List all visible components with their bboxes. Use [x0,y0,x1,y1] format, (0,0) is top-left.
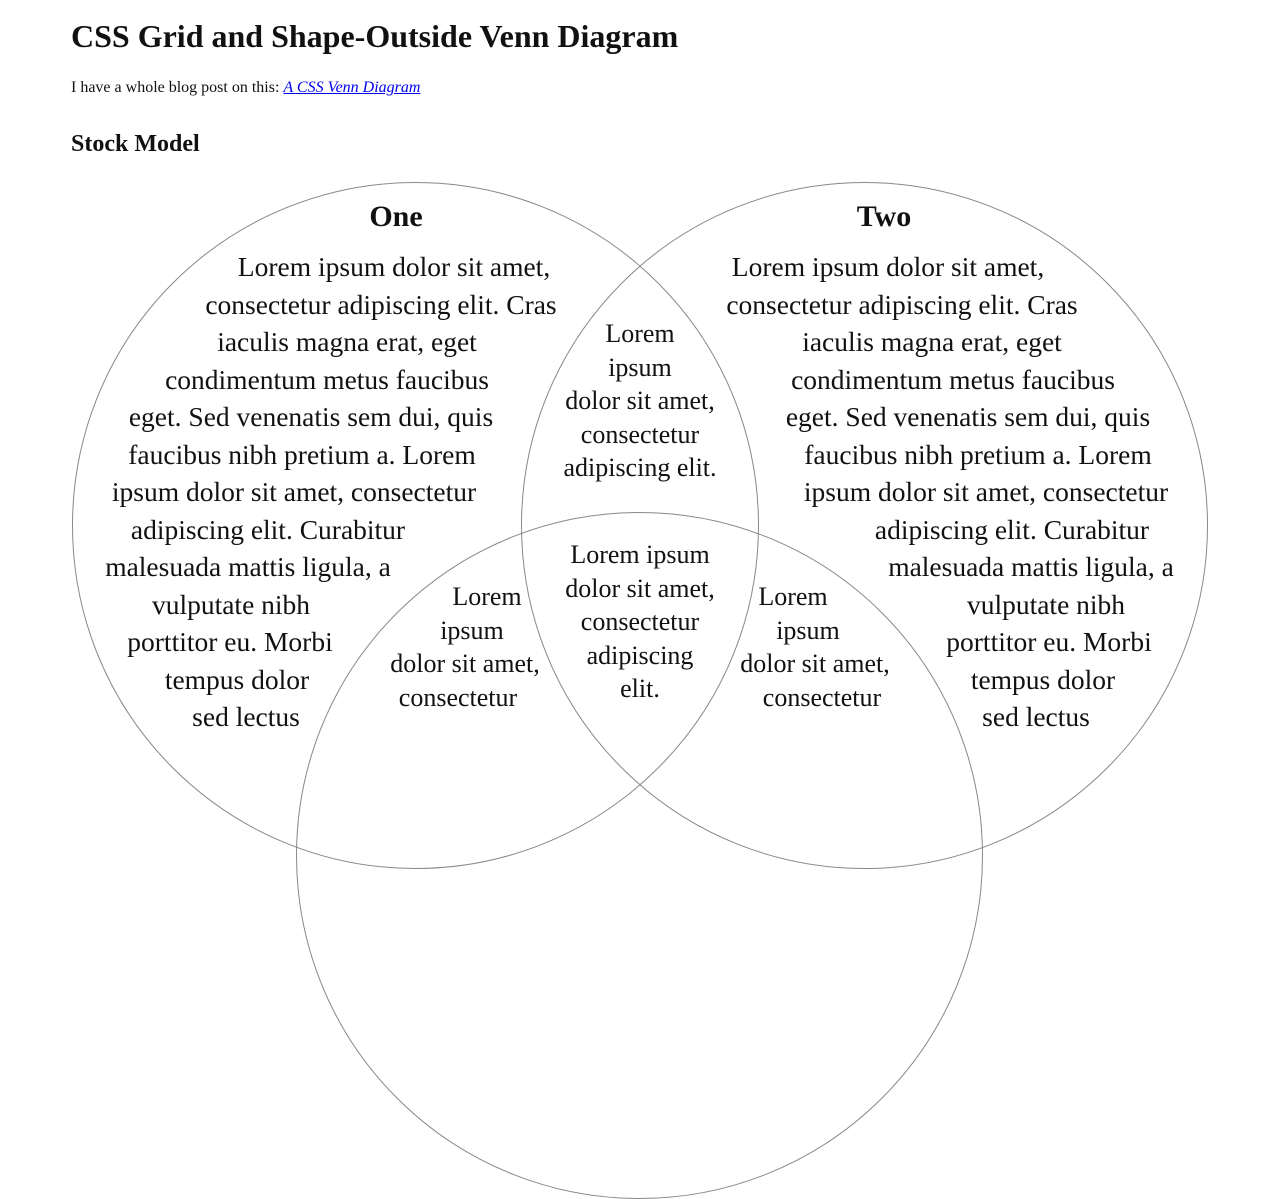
text-line: consectetur adipiscing elit. Cras [205,288,557,320]
text-line: Lorem ipsum dolor sit amet, [237,251,551,282]
intro-text: I have a whole blog post on this: [71,79,284,96]
intro-paragraph: I have a whole blog post on this: A CSS … [71,78,420,97]
text-line: consectetur [580,419,700,449]
text-line: porttitor eu. Morbi [946,626,1152,657]
text-line: condimentum metus faucibus [165,363,489,395]
text-line: malesuada mattis ligula, a [105,551,391,582]
text-line: dolor sit amet, [565,573,715,603]
text-line: eget. Sed venenatis sem dui, quis [128,401,494,432]
text-line: tempus dolor [970,663,1116,695]
text-line: dolor sit amet, [740,649,890,678]
text-line: tempus dolor [164,663,310,695]
text-line: consectetur [398,682,518,712]
text-line: ipsum [608,352,672,382]
text-line: Lorem [605,319,675,348]
text-line: Lorem ipsum [570,540,710,569]
text-line: eget. Sed venenatis sem dui, quis [785,401,1151,432]
text-line: ipsum [776,615,840,645]
text-line: adipiscing elit. Curabitur [874,513,1150,545]
text-line: faucibus nibh pretium a. Lorem [128,438,476,470]
text-line: iaculis magna erat, eget [802,326,1062,357]
text-line: vulputate nibh [151,588,311,620]
text-line: ipsum dolor sit amet, consectetur [803,476,1169,507]
blog-post-link[interactable]: A CSS Venn Diagram [283,79,421,96]
circle-two-title: Two [856,200,912,233]
section-heading: Stock Model [71,131,200,157]
text-line: malesuada mattis ligula, a [888,551,1174,582]
text-line: consectetur adipiscing elit. Cras [726,288,1078,320]
text-line: Lorem ipsum dolor sit amet, [731,251,1045,282]
text-line: elit. [620,674,660,703]
text-line: adipiscing elit. [563,453,717,482]
text-line: sed lectus [982,701,1090,732]
text-line: iaculis magna erat, eget [217,326,477,357]
text-line: consectetur [580,607,700,636]
page-title: CSS Grid and Shape-Outside Venn Diagram [71,18,679,54]
text-line: ipsum [440,615,504,645]
text-line: dolor sit amet, [565,386,715,415]
text-line: dolor sit amet, [390,649,540,678]
text-line: sed lectus [192,701,300,732]
text-line: consectetur [762,682,882,712]
text-line: faucibus nibh pretium a. Lorem [804,438,1152,470]
text-line: ipsum dolor sit amet, consectetur [111,476,477,507]
text-line: condimentum metus faucibus [791,363,1115,395]
text-line: adipiscing [586,640,694,670]
circle-one-title: One [369,200,423,233]
text-line: Lorem [452,582,522,611]
venn-diagram: One Two Lorem ipsum dolor sit amet, conse… [72,182,1208,1199]
text-line: adipiscing elit. Curabitur [130,513,406,545]
text-line: vulputate nibh [966,588,1126,620]
text-line: porttitor eu. Morbi [127,626,333,657]
text-line: Lorem [758,582,828,611]
